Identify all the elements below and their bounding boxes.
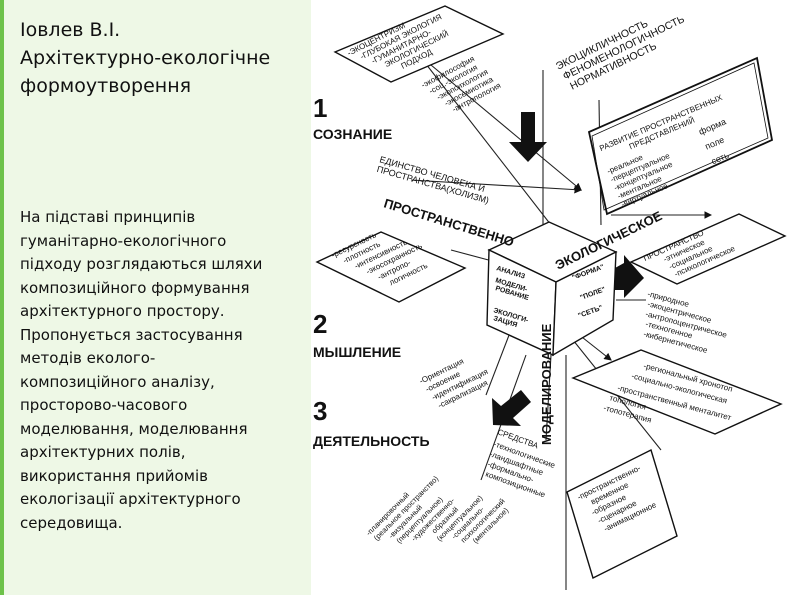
down-arrow-icon: [509, 112, 547, 162]
spatial-development-card: РАЗВИТИЕ ПРОСТРАНСТВЕННЫХ ПРЕДСТАВЛЕНИЙ …: [587, 56, 774, 216]
body-line: На підставі принципів: [20, 208, 196, 226]
body-line: просторово-часового: [20, 396, 188, 414]
body-line: композиційного формування: [20, 278, 250, 297]
stage-2: 2 МЫШЛЕНИЕ: [313, 309, 401, 360]
principles-list: ЭКОЦИКЛИЧНОСТЬ ФЕНОМЕНОЛОГИЧНОСТЬ НОРМАТ…: [554, 13, 687, 92]
body-line: моделювання, моделювання: [20, 419, 248, 438]
regional-card: -региональный хронотоп -социально-эколог…: [571, 349, 783, 435]
text-panel: [0, 0, 311, 595]
top-concept-card: -ЭКОЦЕНТРИЗМ -ГЛУБОКАЯ ЭКОЛОГИЯ -ГУМАНИТ…: [333, 5, 505, 83]
orientation-list: -Ориентация -освоение -идентификация -са…: [418, 357, 489, 410]
svg-text:МЫШЛЕНИЕ: МЫШЛЕНИЕ: [313, 344, 401, 360]
svg-text:ФЕНОМЕНОЛОГИЧНОСТЬ: ФЕНОМЕНОЛОГИЧНОСТЬ: [561, 13, 687, 82]
body-line: гуманітарно-екологічного: [20, 231, 227, 250]
body-line: архітектурного простору.: [20, 302, 225, 320]
body-line: архітектурних полів,: [20, 443, 186, 461]
time-space-card: -пространственно- временное -образное -с…: [566, 449, 678, 579]
slide-title: Іовлев В.І. Архітектурно-екологічне форм…: [20, 16, 300, 100]
body-line: композиційного аналізу,: [20, 372, 215, 391]
architectural-ecology-diagram: 1 СОЗНАНИЕ 2 МЫШЛЕНИЕ 3 ДЕЯТЕЛЬНОСТЬ -ЭК…: [313, 5, 787, 590]
svg-text:ДЕЯТЕЛЬНОСТЬ: ДЕЯТЕЛЬНОСТЬ: [313, 433, 430, 449]
author-line: Іовлев В.І.: [20, 19, 121, 41]
slide-body: На підставі принципів гуманітарно-еколог…: [20, 206, 305, 535]
body-line: підходу розглядаються шляхи: [20, 255, 263, 273]
svg-text:2: 2: [313, 309, 327, 339]
stage-1: 1 СОЗНАНИЕ: [313, 93, 392, 142]
svg-text:МОДЕЛИРОВАНИЕ: МОДЕЛИРОВАНИЕ: [539, 323, 554, 445]
title-line: формоутворення: [20, 75, 192, 97]
svg-text:СОЗНАНИЕ: СОЗНАНИЕ: [313, 126, 392, 142]
body-line: методів еколого-: [20, 349, 156, 367]
accent-strip: [0, 0, 4, 595]
title-line: Архітектурно-екологічне: [20, 47, 271, 69]
stage-3: 3 ДЕЯТЕЛЬНОСТЬ: [313, 396, 430, 449]
environment-types-list: -природное -экоцентрическое -антропоцент…: [642, 289, 728, 355]
body-line: екологізації архітектурного: [20, 490, 241, 508]
modeling-vertical: МОДЕЛИРОВАНИЕ: [539, 323, 554, 445]
body-line: Пропонується застосування: [20, 325, 243, 344]
eco-spatial-cube: АНАЛИЗ МОДЕЛИ- РОВАНИЕ ЭКОЛОГИ- ЗАЦИЯ "Ф…: [486, 221, 618, 357]
body-line: середовища.: [20, 513, 123, 532]
resources-card: -ресурсность -плотность -интенсивность -…: [315, 230, 467, 303]
down-left-arrow-icon: [492, 390, 531, 426]
svg-text:1: 1: [313, 93, 327, 123]
svg-text:3: 3: [313, 396, 327, 426]
body-line: використання прийомів: [20, 466, 209, 485]
right-arrow-icon: [606, 255, 644, 298]
